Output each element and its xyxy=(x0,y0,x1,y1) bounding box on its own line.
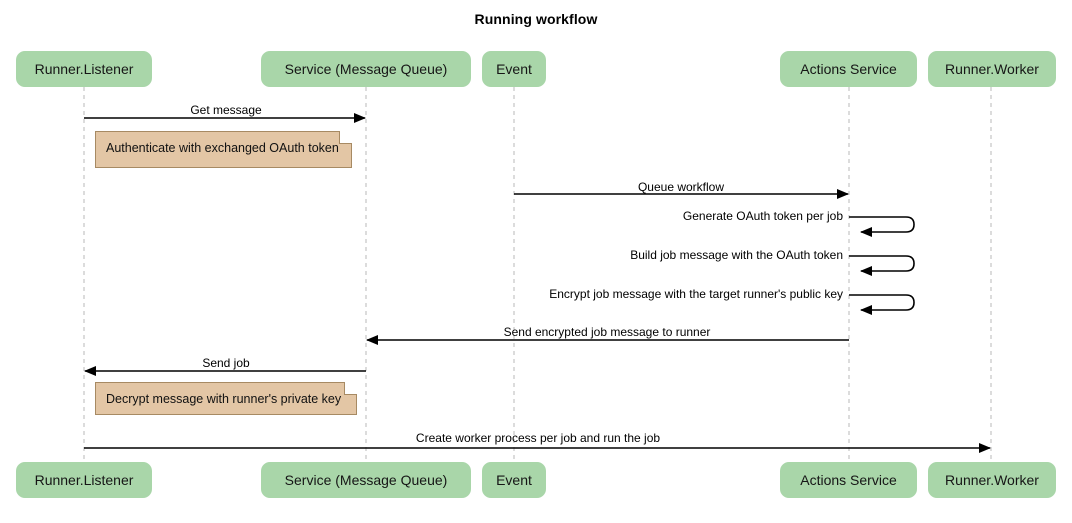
participant-runner-worker-top[interactable]: Runner.Worker xyxy=(928,51,1056,87)
message-label-queue-workflow: Queue workflow xyxy=(637,180,725,194)
participant-label: Service (Message Queue) xyxy=(284,472,448,488)
participant-runner-worker-bottom[interactable]: Runner.Worker xyxy=(928,462,1056,498)
participant-label: Service (Message Queue) xyxy=(284,61,448,77)
participant-event-bottom[interactable]: Event xyxy=(482,462,546,498)
message-label-get-message: Get message xyxy=(190,103,262,117)
participant-event-top[interactable]: Event xyxy=(482,51,546,87)
participant-label: Runner.Listener xyxy=(34,472,134,488)
participant-actions-service-top[interactable]: Actions Service xyxy=(780,51,917,87)
message-label-encrypt-job-message: Encrypt job message with the target runn… xyxy=(549,287,843,301)
message-label-create-worker-process: Create worker process per job and run th… xyxy=(415,431,661,445)
message-label-build-job-message: Build job message with the OAuth token xyxy=(630,248,843,262)
participant-service-queue-bottom[interactable]: Service (Message Queue) xyxy=(261,462,471,498)
note-text: Decrypt message with runner's private ke… xyxy=(106,392,342,406)
note-authenticate-note: Authenticate with exchanged OAuth token xyxy=(95,131,352,168)
page-title: Running workflow xyxy=(474,11,598,27)
lifelines-group xyxy=(83,87,992,462)
participant-label: Actions Service xyxy=(800,472,897,488)
message-label-send-encrypted-job-message: Send encrypted job message to runner xyxy=(503,325,711,339)
participant-runner-listener-bottom[interactable]: Runner.Listener xyxy=(16,462,152,498)
note-fold-corner-icon xyxy=(344,382,357,395)
participant-label: Actions Service xyxy=(800,61,897,77)
participant-runner-listener-top[interactable]: Runner.Listener xyxy=(16,51,152,87)
note-decrypt-note: Decrypt message with runner's private ke… xyxy=(95,382,357,415)
participant-label: Runner.Listener xyxy=(34,61,134,77)
note-fold-corner-icon xyxy=(339,131,352,144)
participant-service-queue-top[interactable]: Service (Message Queue) xyxy=(261,51,471,87)
message-build-job-message xyxy=(849,255,915,276)
message-generate-oauth-token xyxy=(849,216,915,237)
participant-actions-service-bottom[interactable]: Actions Service xyxy=(780,462,917,498)
message-label-send-job: Send job xyxy=(202,356,250,370)
participant-label: Event xyxy=(496,472,532,488)
participant-label: Event xyxy=(496,61,532,77)
note-text: Authenticate with exchanged OAuth token xyxy=(106,141,339,155)
participant-label: Runner.Worker xyxy=(945,61,1039,77)
message-label-generate-oauth-token: Generate OAuth token per job xyxy=(682,209,843,223)
participant-label: Runner.Worker xyxy=(945,472,1039,488)
messages-group xyxy=(84,113,991,453)
message-encrypt-job-message xyxy=(849,294,915,315)
